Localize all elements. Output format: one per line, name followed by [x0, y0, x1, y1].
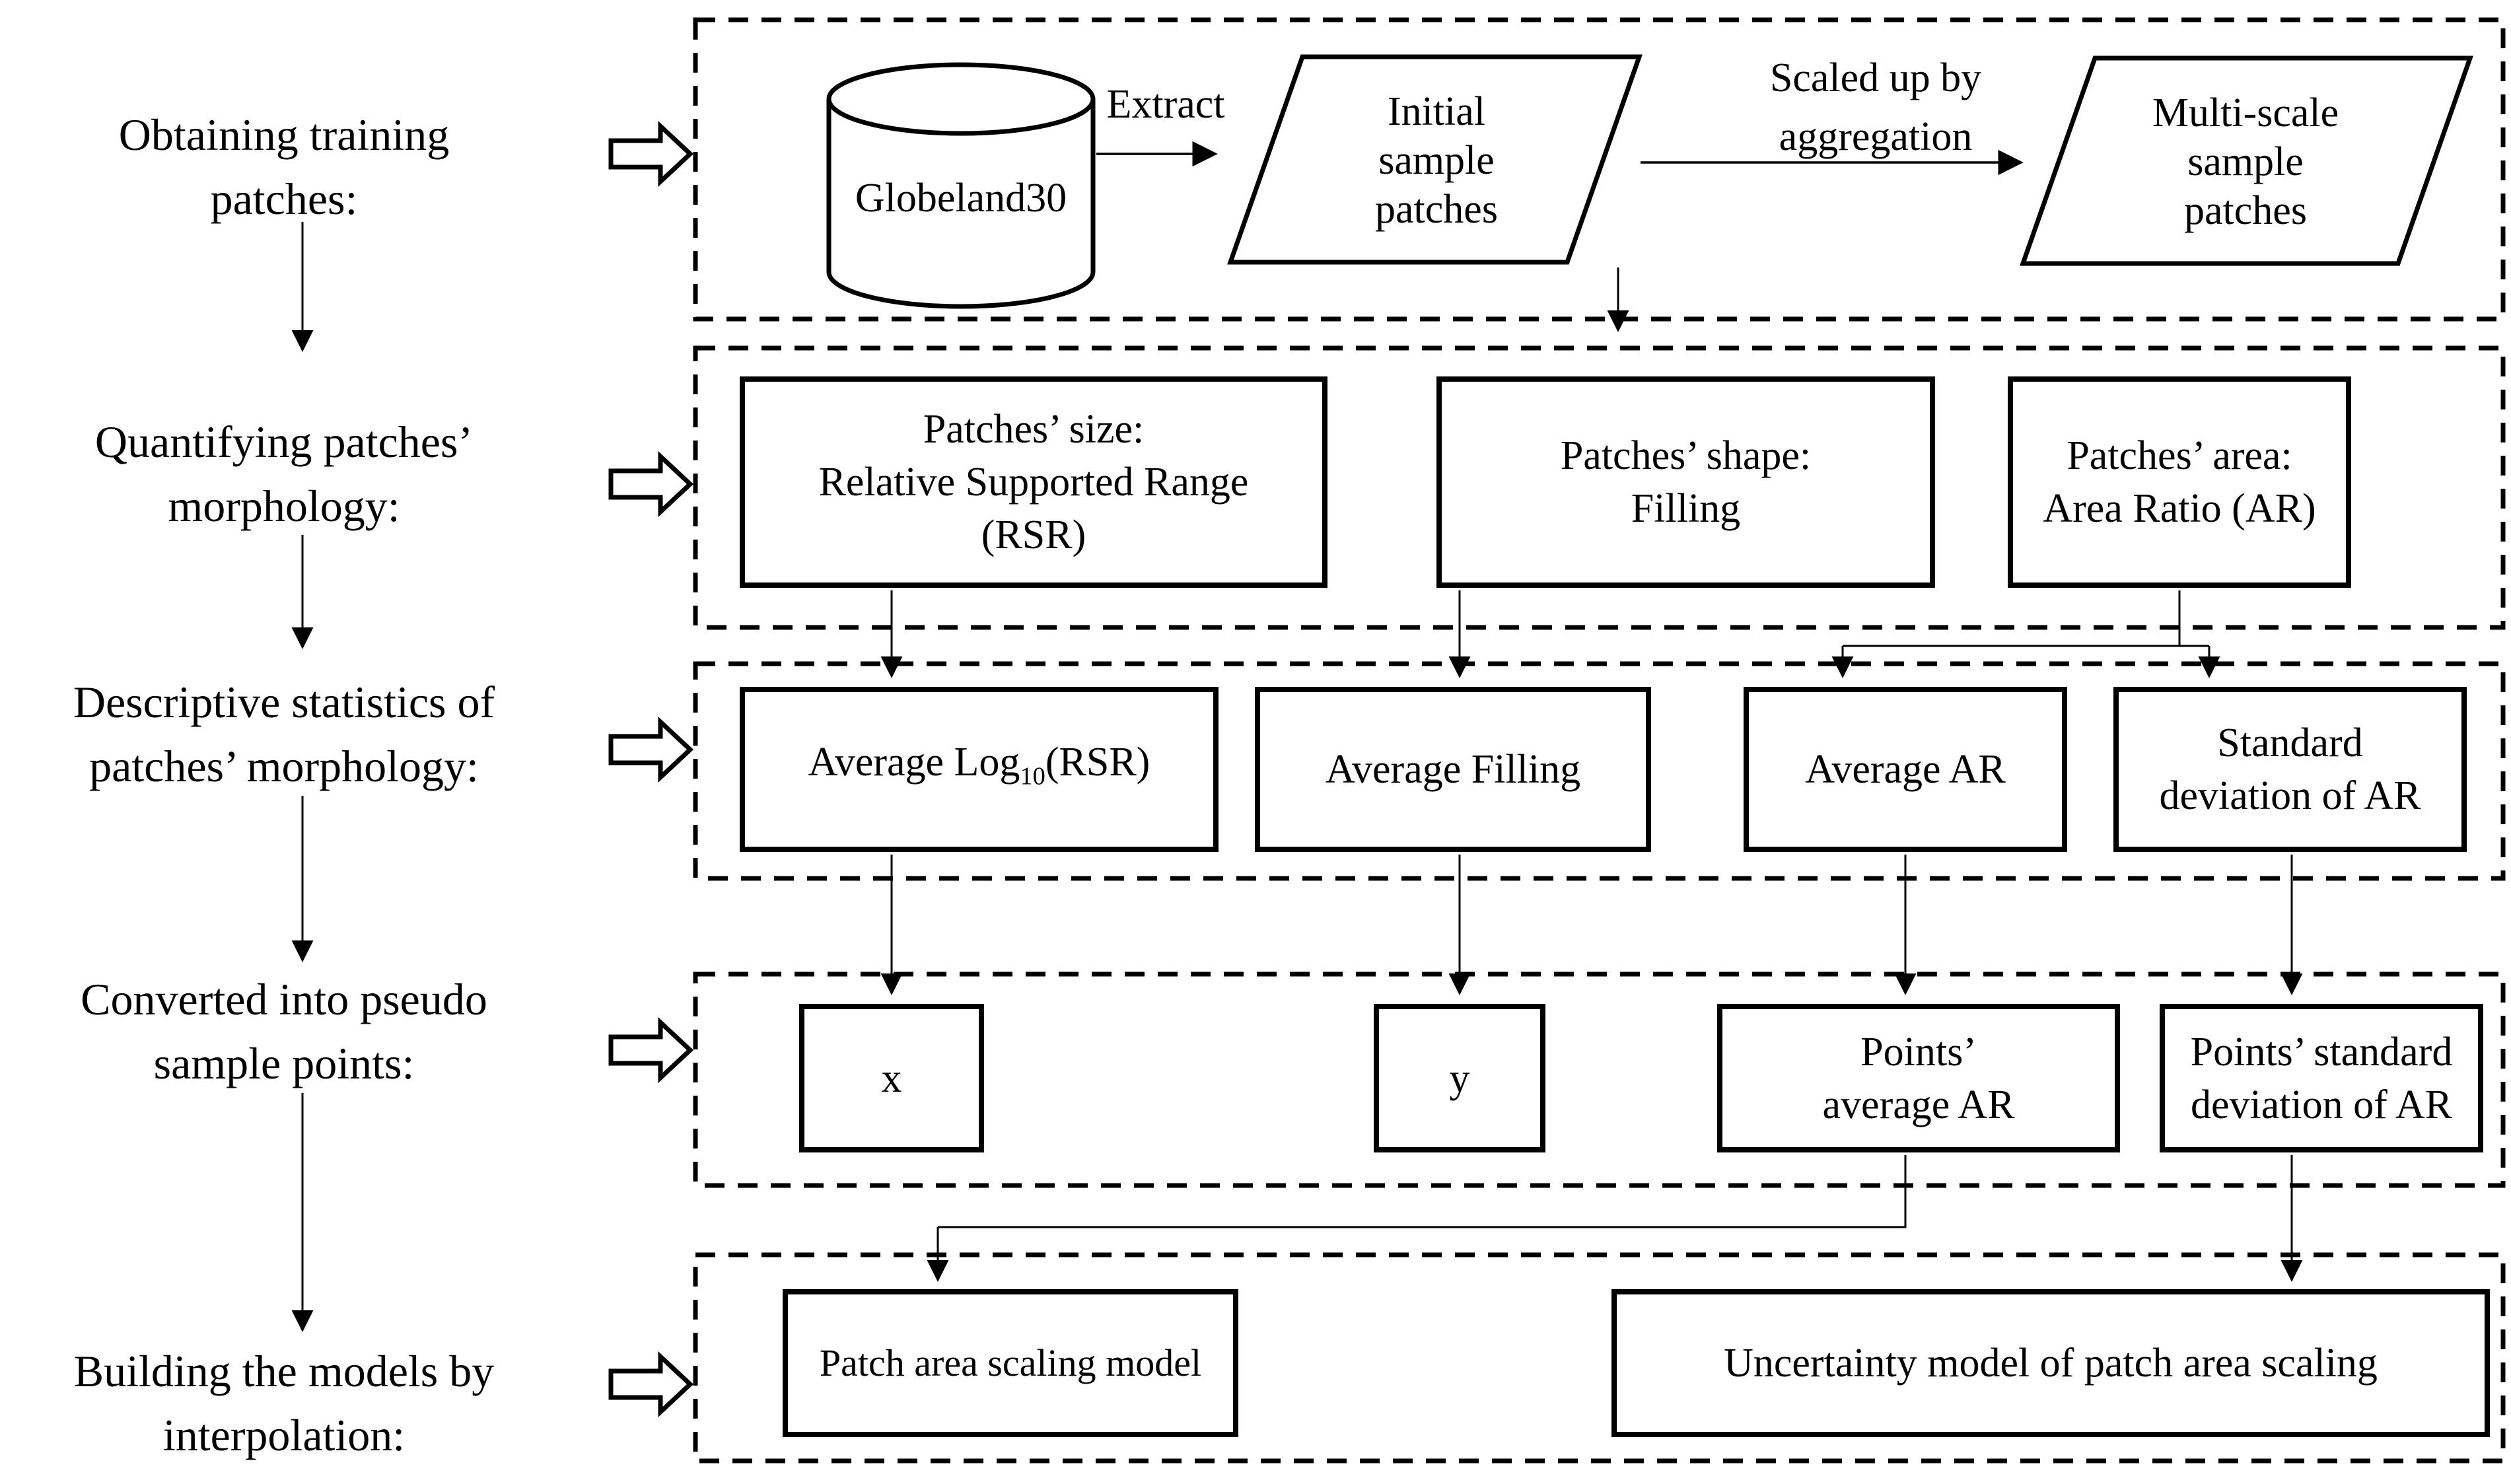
stage-label-line: Quantifying patches’ [94, 417, 474, 467]
stage-pointer-arrow-2 [608, 450, 694, 518]
multiscale-patches-label: Multi-scale sample patches [2100, 88, 2391, 235]
stage-label-building: Building the models by interpolation: [0, 1339, 568, 1467]
uncertainty-model-text: Uncertainty model of patch area scaling [1724, 1341, 2378, 1386]
extract-label: Extract [1090, 82, 1242, 127]
database-label-text: Globeland30 [855, 176, 1067, 221]
patch-area-scaling-model-text: Patch area scaling model [819, 1341, 1202, 1384]
patches-shape-box: Patches’ shape: Filling [1436, 376, 1935, 588]
uncertainty-model-box: Uncertainty model of patch area scaling [1611, 1289, 2490, 1437]
extract-label-text: Extract [1106, 82, 1225, 127]
scaled-up-line: Scaled up by [1769, 55, 1982, 100]
average-ar-box: Average AR [1744, 687, 2067, 852]
average-log-rsr-text: Average Log10(RSR) [808, 736, 1150, 802]
patches-area-line: Area Ratio (AR) [2043, 486, 2316, 531]
points-std-ar-box: Points’ standard deviation of AR [2160, 1004, 2483, 1152]
container-row-5 [693, 1252, 2506, 1464]
multiscale-patches-line: sample [2187, 139, 2304, 184]
x-box: x [799, 1004, 984, 1152]
log-post: (RSR) [1045, 740, 1150, 785]
stage-label-line: patches’ morphology: [89, 741, 479, 791]
scaled-up-label: Scaled up by aggregation [1691, 49, 2061, 166]
average-ar-text: Average AR [1805, 747, 2006, 792]
std-deviation-ar-line: Standard [2217, 721, 2363, 765]
patches-area-line: Patches’ area: [2067, 433, 2292, 478]
patches-size-box: Patches’ size: Relative Supported Range … [740, 376, 1327, 588]
stage-label-line: patches: [210, 174, 358, 224]
pointsavg-to-model-connector [938, 1155, 1907, 1228]
stage-label-line: Descriptive statistics of [73, 677, 495, 727]
patches-shape-line: Filling [1631, 486, 1741, 531]
average-filling-box: Average Filling [1255, 687, 1651, 852]
scaled-up-line: aggregation [1779, 114, 1973, 159]
initial-patches-label: Initial sample patches [1294, 87, 1578, 234]
container-row-4 [693, 972, 2506, 1188]
stage-pointer-arrow-4 [608, 1016, 694, 1084]
average-log-rsr-box: Average Log10(RSR) [740, 687, 1219, 852]
patches-size-line: Patches’ size: [923, 407, 1145, 452]
points-average-ar-box: Points’ average AR [1717, 1004, 2120, 1152]
container-row-2 [693, 345, 2506, 630]
stage-pointer-arrow-1 [608, 120, 694, 188]
points-average-ar-line: Points’ [1860, 1029, 1977, 1075]
stage-label-line: sample points: [153, 1038, 415, 1088]
patches-size-line: Relative Supported Range [818, 460, 1249, 505]
database-cylinder-top [826, 62, 1096, 136]
log-sub: 10 [1020, 762, 1045, 791]
initial-patches-line: sample [1378, 138, 1495, 183]
initial-patches-parallelogram [1227, 54, 1643, 265]
initial-patches-line: patches [1375, 187, 1498, 232]
container-row-3 [693, 661, 2506, 881]
patches-size-line: (RSR) [981, 512, 1086, 557]
stage-label-line: Obtaining training [118, 110, 450, 160]
std-deviation-ar-line: deviation of AR [2159, 773, 2421, 818]
log-pre: Average Log [808, 740, 1020, 785]
initial-patches-line: Initial [1387, 89, 1486, 134]
x-text: x [881, 1055, 902, 1101]
patches-area-box: Patches’ area: Area Ratio (AR) [2008, 376, 2351, 588]
std-deviation-ar-box: Standard deviation of AR [2113, 687, 2467, 852]
y-text: y [1449, 1055, 1470, 1101]
multiscale-patches-line: patches [2184, 188, 2307, 233]
multiscale-patches-line: Multi-scale [2152, 90, 2339, 135]
stage-pointer-arrow-3 [608, 716, 694, 783]
patches-shape-line: Patches’ shape: [1560, 433, 1812, 478]
points-std-ar-line: Points’ standard [2190, 1029, 2453, 1075]
stage-label-line: morphology: [168, 481, 400, 531]
points-average-ar-line: average AR [1822, 1082, 2015, 1127]
stage-label-line: Converted into pseudo [81, 974, 487, 1024]
stage-label-statistics: Descriptive statistics of patches’ morph… [0, 670, 568, 798]
stage-label-quantifying: Quantifying patches’ morphology: [0, 410, 568, 538]
stage-label-line: Building the models by [73, 1346, 495, 1396]
average-filling-text: Average Filling [1325, 747, 1581, 792]
y-box: y [1374, 1004, 1545, 1152]
database-label: Globeland30 [829, 176, 1093, 221]
container-row-1 [693, 17, 2506, 322]
database-cylinder-body [826, 99, 1096, 309]
points-std-ar-line: deviation of AR [2190, 1082, 2453, 1127]
multiscale-patches-parallelogram [2020, 55, 2473, 266]
stage-label-converted: Converted into pseudo sample points: [0, 968, 568, 1096]
stage-label-line: interpolation: [162, 1410, 406, 1460]
stage-pointer-arrow-5 [608, 1351, 694, 1418]
patch-area-scaling-model-box: Patch area scaling model [783, 1289, 1238, 1437]
stage-label-obtaining: Obtaining training patches: [0, 103, 568, 231]
